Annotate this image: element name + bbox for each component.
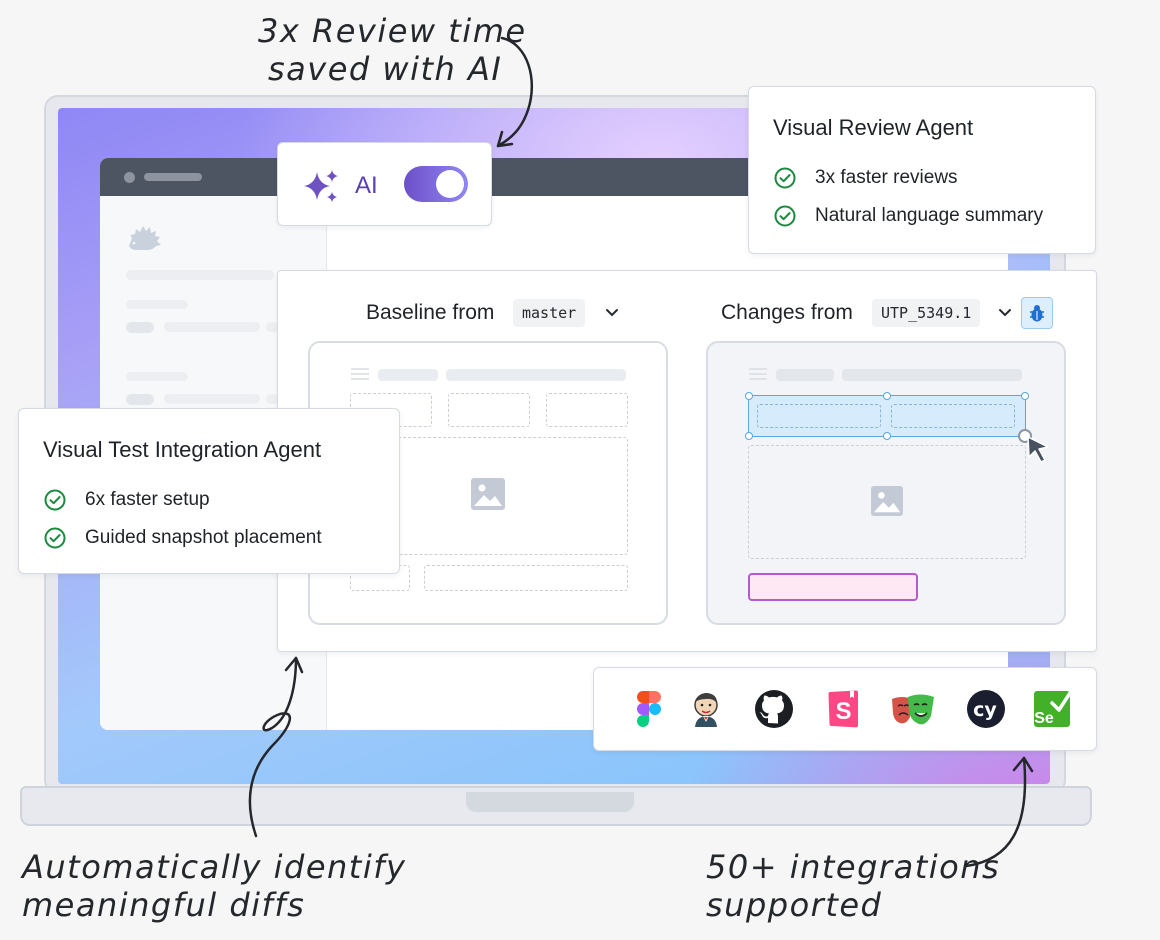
- changes-branch-select[interactable]: UTP_5349.1: [872, 299, 981, 327]
- check-circle-icon: [44, 527, 66, 549]
- arrow-to-diffs: [248, 656, 304, 838]
- sidebar-skeleton-line: [126, 300, 188, 309]
- svg-text:Se: Se: [1034, 710, 1054, 727]
- note-meaningful-diffs-line1: Automatically identify: [22, 848, 407, 886]
- sparkles-icon: [304, 170, 338, 202]
- integration-agent-feature: Guided snapshot placement: [44, 527, 322, 549]
- note-integrations: 50+ integrations supported: [706, 848, 1000, 924]
- changes-label: Changes from: [721, 301, 853, 324]
- storybook-icon[interactable]: S: [824, 689, 864, 729]
- figma-icon[interactable]: [626, 689, 666, 729]
- chevron-down-icon[interactable]: [605, 308, 619, 318]
- bug-button[interactable]: [1021, 297, 1053, 329]
- svg-text:cy: cy: [973, 699, 997, 721]
- check-circle-icon: [774, 167, 796, 189]
- hamburger-icon: [351, 368, 369, 380]
- mouse-cursor-icon: [1027, 436, 1049, 463]
- snapshot-comparison-panel: Baseline from master Changes from UTP_53…: [277, 270, 1097, 652]
- ai-switch-knob: [436, 170, 464, 198]
- check-circle-icon: [774, 205, 796, 227]
- placeholder-block: [757, 404, 881, 428]
- integration-agent-feature-label: 6x faster setup: [85, 489, 210, 510]
- placeholder-block: [448, 393, 530, 427]
- hamburger-icon: [749, 368, 767, 380]
- review-agent-title: Visual Review Agent: [773, 115, 974, 140]
- placeholder-block: [546, 393, 628, 427]
- sidebar-skeleton-toggle: [126, 394, 154, 405]
- resize-handle[interactable]: [745, 432, 753, 440]
- sidebar-skeleton-line: [126, 270, 274, 280]
- laptop-notch: [466, 792, 634, 812]
- note-review-time: 3x Review time saved with AI: [258, 12, 527, 88]
- placeholder-block: [424, 565, 628, 591]
- integration-agent-card: Visual Test Integration Agent 6x faster …: [18, 408, 400, 574]
- placeholder-image-block: [748, 445, 1026, 559]
- arrow-to-ai-toggle: [496, 36, 533, 148]
- playwright-icon[interactable]: [888, 689, 940, 729]
- github-icon[interactable]: [754, 689, 794, 729]
- sidebar-skeleton-line: [164, 394, 260, 404]
- integration-agent-feature-label: Guided snapshot placement: [85, 527, 322, 548]
- review-agent-feature: 3x faster reviews: [774, 167, 958, 189]
- ai-switch[interactable]: [404, 166, 468, 202]
- review-agent-feature: Natural language summary: [774, 205, 1043, 227]
- hedgehog-logo-icon: [129, 226, 161, 251]
- integration-agent-feature: 6x faster setup: [44, 489, 210, 511]
- image-icon: [471, 478, 505, 510]
- cypress-icon[interactable]: cy: [966, 689, 1006, 729]
- integration-agent-title: Visual Test Integration Agent: [43, 437, 322, 462]
- chevron-down-icon[interactable]: [998, 308, 1012, 318]
- window-title-placeholder: [144, 173, 202, 181]
- check-circle-icon: [44, 489, 66, 511]
- note-integrations-line2: supported: [706, 886, 883, 924]
- integration-logos: S cy Se: [626, 689, 1076, 729]
- review-agent-card: Visual Review Agent 3x faster reviews Na…: [748, 86, 1096, 254]
- sidebar-skeleton-toggle: [126, 322, 154, 333]
- note-review-time-line1: 3x Review time: [258, 12, 527, 50]
- sidebar-skeleton-line: [126, 372, 188, 381]
- skeleton-bar: [378, 369, 438, 381]
- diff-added-element[interactable]: [748, 573, 918, 601]
- integrations-bar: S cy Se: [593, 667, 1097, 751]
- review-agent-feature-label: 3x faster reviews: [815, 167, 958, 188]
- bug-icon: [1030, 305, 1044, 322]
- baseline-label: Baseline from: [366, 301, 495, 324]
- note-integrations-line1: 50+ integrations: [706, 848, 1001, 886]
- note-meaningful-diffs-line2: meaningful diffs: [22, 886, 306, 924]
- sidebar-skeleton-line: [266, 322, 280, 332]
- selenium-icon[interactable]: Se: [1032, 689, 1072, 729]
- ai-label: AI: [355, 172, 378, 199]
- jenkins-icon[interactable]: [686, 689, 726, 729]
- svg-text:S: S: [835, 698, 851, 725]
- window-dot: [124, 172, 135, 183]
- sidebar-skeleton-line: [164, 322, 260, 332]
- resize-handle[interactable]: [1021, 392, 1029, 400]
- placeholder-block: [891, 404, 1015, 428]
- diff-highlight-region[interactable]: [748, 395, 1026, 437]
- note-meaningful-diffs: Automatically identify meaningful diffs: [22, 848, 406, 924]
- changes-snapshot[interactable]: [706, 341, 1066, 625]
- resize-handle[interactable]: [883, 432, 891, 440]
- note-review-time-line2: saved with AI: [268, 50, 503, 88]
- review-agent-feature-label: Natural language summary: [815, 205, 1044, 226]
- skeleton-bar: [842, 369, 1022, 381]
- baseline-branch-select[interactable]: master: [513, 299, 586, 327]
- ai-toggle-card: AI: [277, 142, 492, 226]
- resize-handle[interactable]: [883, 392, 891, 400]
- resize-handle[interactable]: [745, 392, 753, 400]
- sidebar-skeleton-line: [266, 394, 280, 404]
- image-icon: [871, 486, 903, 516]
- arrow-to-integrations: [964, 756, 1034, 868]
- skeleton-bar: [446, 369, 626, 381]
- skeleton-bar: [776, 369, 834, 381]
